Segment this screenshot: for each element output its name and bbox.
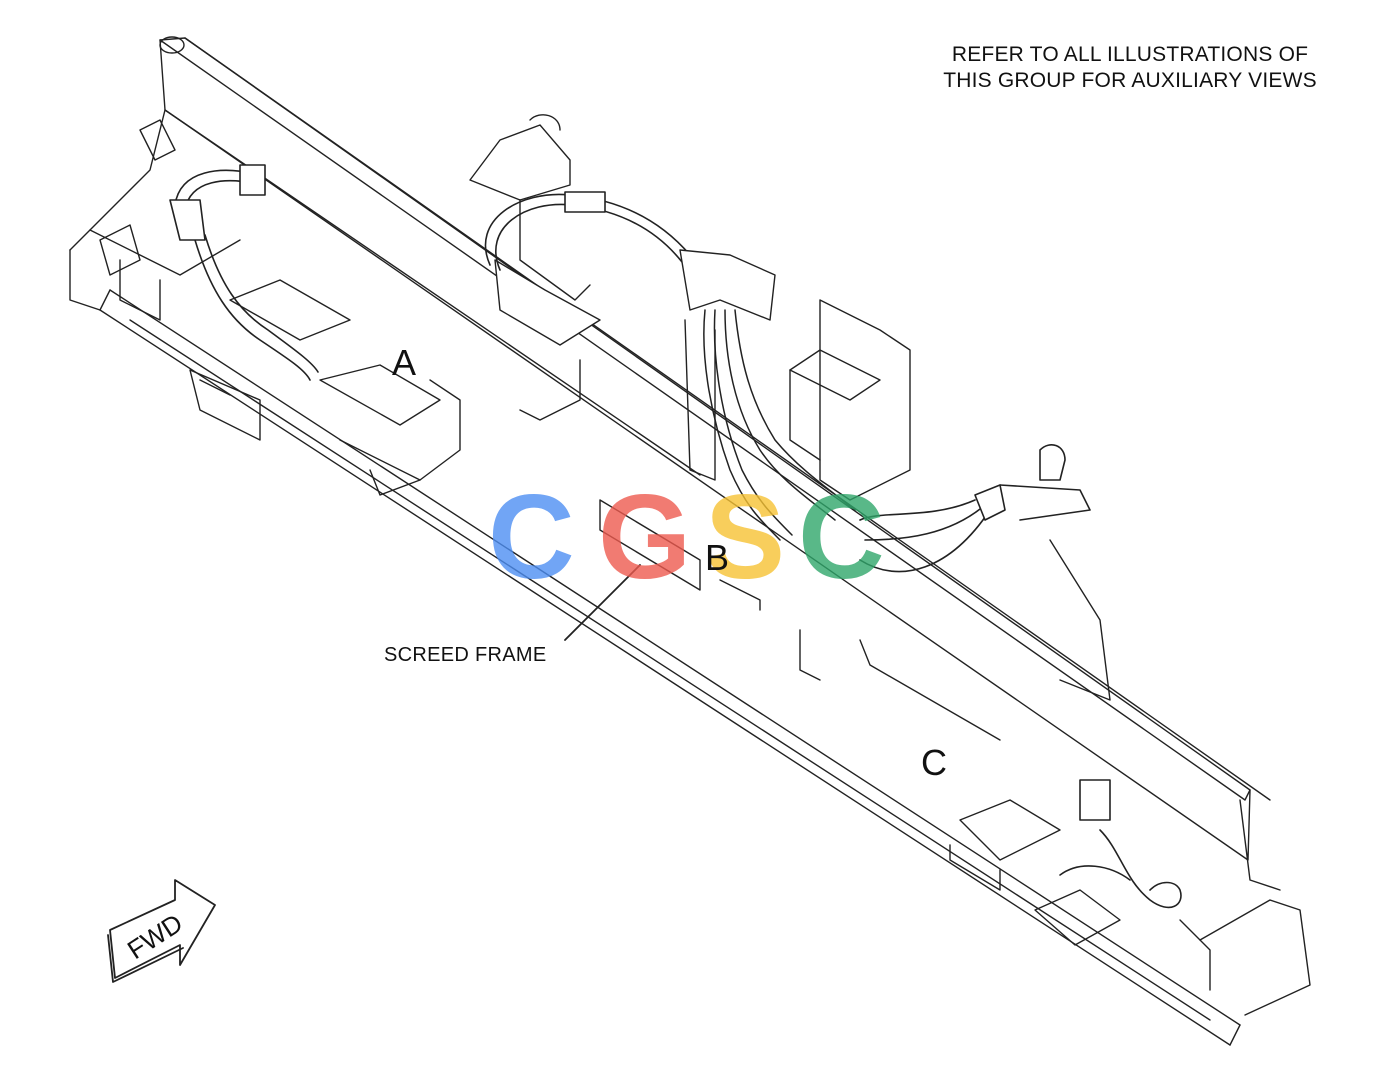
right-end-structure bbox=[949, 539, 1311, 1016]
screed-frame-leader bbox=[564, 564, 641, 641]
note-line-1: REFER TO ALL ILLUSTRATIONS OF bbox=[951, 43, 1309, 66]
fwd-arrow bbox=[107, 879, 216, 983]
auxiliary-views-note: REFER TO ALL ILLUSTRATIONS OF THIS GROUP… bbox=[900, 42, 1360, 94]
left-hose bbox=[169, 164, 319, 381]
view-label-b: B bbox=[705, 537, 730, 578]
watermark-letter-g: G bbox=[598, 470, 691, 604]
main-beam bbox=[159, 36, 1271, 861]
center-hose-loop bbox=[484, 191, 691, 271]
right-pedestal bbox=[679, 249, 911, 501]
watermark-letter-c2: C bbox=[798, 470, 885, 604]
watermark-letter-s: S bbox=[705, 470, 785, 604]
right-hose bbox=[859, 444, 1091, 573]
right-end-hose bbox=[1059, 779, 1182, 909]
screed-frame-label: SCREED FRAME bbox=[384, 644, 547, 666]
center-crossmember bbox=[599, 499, 1001, 741]
left-end-structure bbox=[69, 109, 461, 496]
center-pedestal bbox=[469, 114, 601, 421]
center-vertical-hoses bbox=[703, 309, 856, 541]
note-line-2: THIS GROUP FOR AUXILIARY VIEWS bbox=[943, 69, 1317, 92]
watermark-letter-c1: C bbox=[488, 470, 575, 604]
view-label-c: C bbox=[921, 742, 947, 783]
view-label-a: A bbox=[392, 342, 417, 383]
